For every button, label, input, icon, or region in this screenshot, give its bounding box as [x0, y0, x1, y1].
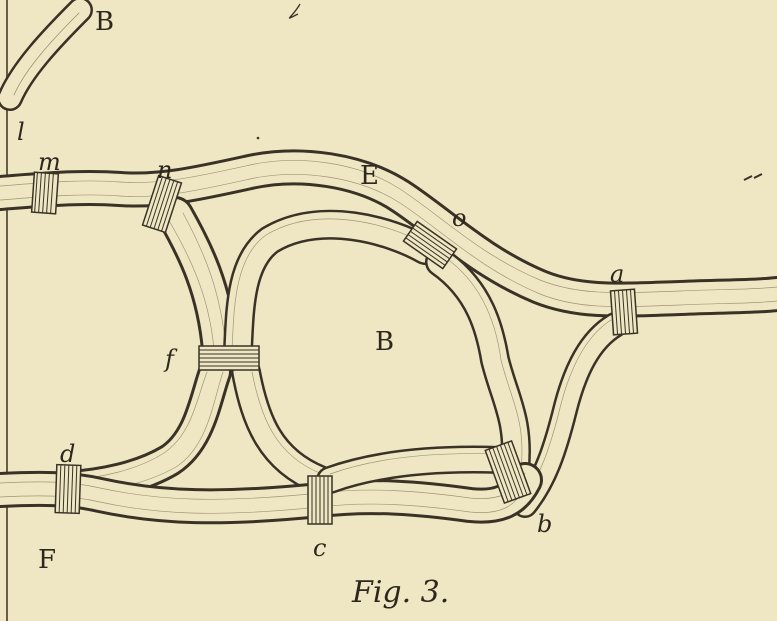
point-label-b: b [537, 510, 552, 538]
channel-c-to-b [330, 454, 500, 480]
channel-n-to-f [167, 213, 226, 350]
region-label-lower-left: F [38, 545, 56, 575]
region-label-top: E [360, 161, 379, 191]
top-flourish [289, 4, 300, 18]
canal-network [0, 10, 777, 513]
channel-o-to-f [232, 219, 425, 350]
stray-mark [744, 174, 762, 180]
point-label-m: m [38, 148, 61, 176]
point-label-n: n [157, 156, 172, 184]
point-label-o: o [452, 204, 466, 232]
region-label-center: B [375, 327, 394, 357]
lock-m [32, 172, 59, 214]
lock-f [199, 346, 259, 370]
figure-caption: Fig. 3. [351, 575, 449, 610]
channel-f-to-c [246, 372, 322, 480]
ink-dot [257, 137, 260, 140]
lock-a [610, 289, 637, 335]
point-label-l: l [17, 118, 25, 146]
region-label-upper-left: B [95, 7, 114, 37]
lock-d [55, 465, 81, 514]
point-label-c: c [313, 534, 326, 562]
point-label-d: d [60, 440, 75, 468]
channel-upper-left [10, 10, 80, 98]
point-label-a: a [610, 260, 624, 288]
point-label-f: f [163, 345, 178, 373]
lock-c [308, 476, 332, 524]
